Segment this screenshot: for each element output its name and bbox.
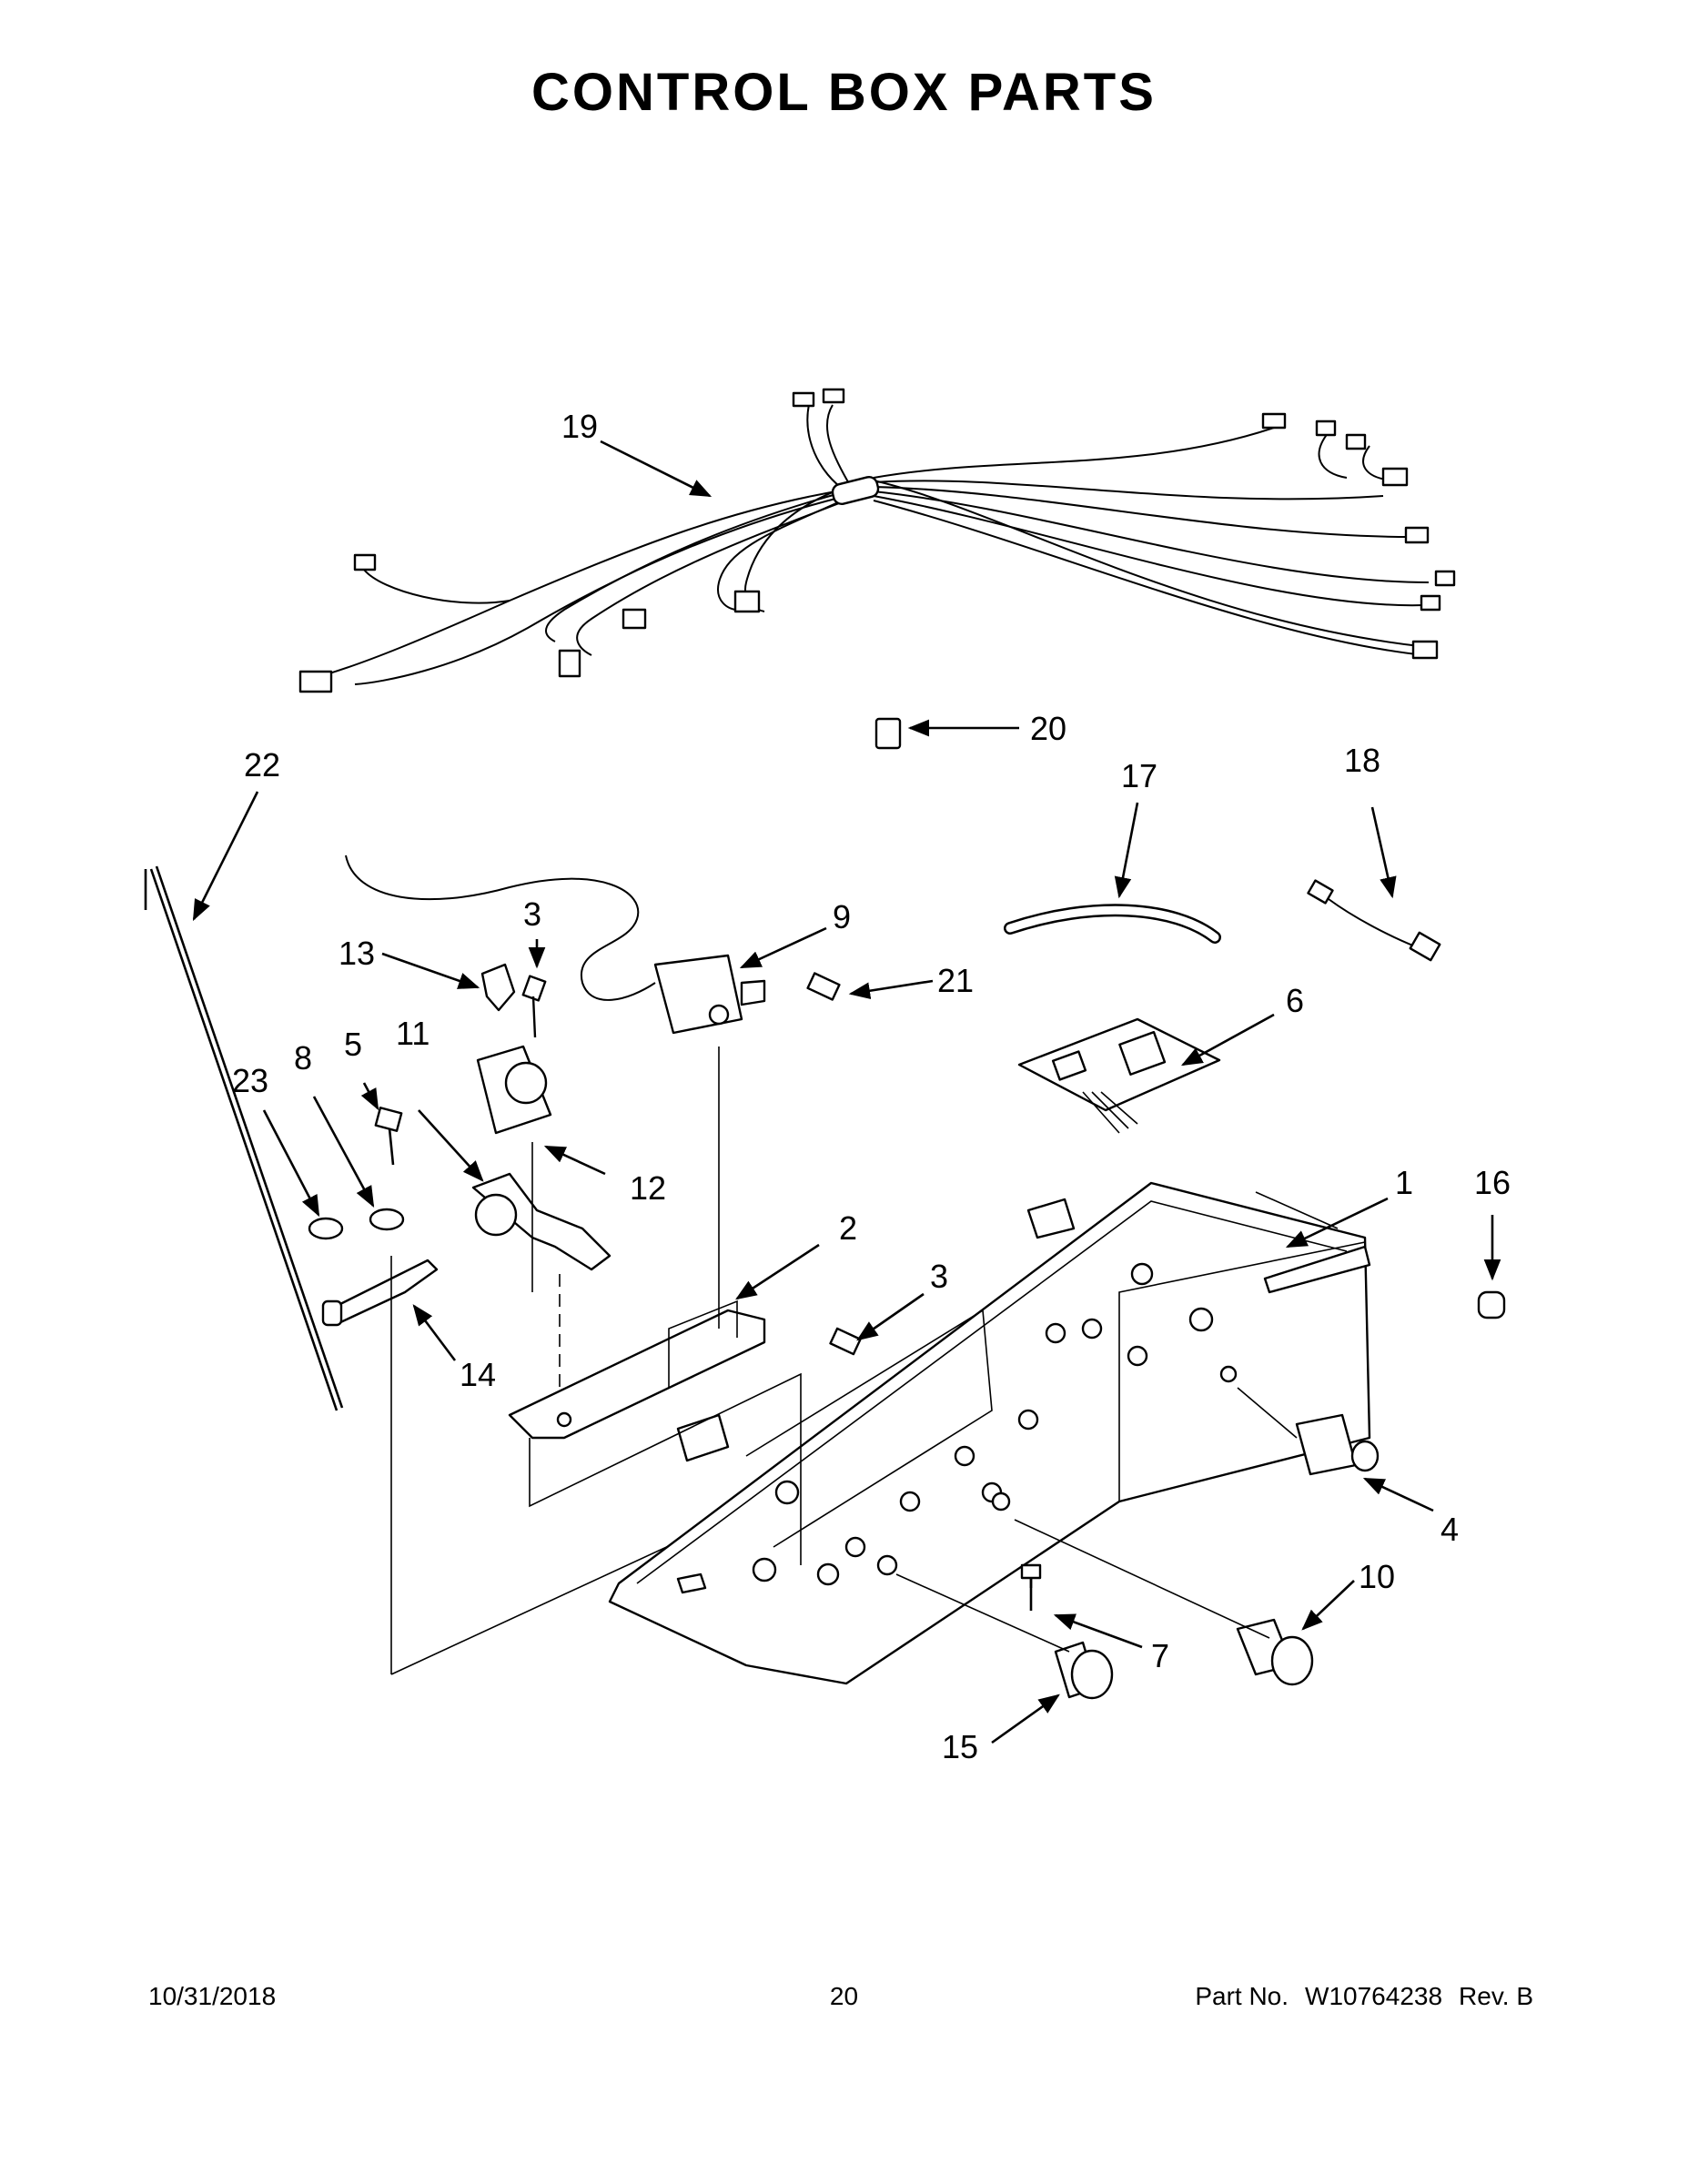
callout-17: 17 bbox=[1121, 757, 1157, 794]
callout-16: 16 bbox=[1474, 1164, 1511, 1201]
callout-13: 13 bbox=[339, 935, 375, 972]
callout-7: 7 bbox=[1151, 1637, 1169, 1674]
thermostat-drawing bbox=[345, 854, 766, 1035]
callout-6: 6 bbox=[1286, 982, 1304, 1019]
callout-2: 2 bbox=[839, 1209, 857, 1247]
callout-18: 18 bbox=[1344, 742, 1380, 779]
callout-9: 9 bbox=[833, 898, 851, 935]
callout-1: 1 bbox=[1395, 1164, 1413, 1201]
footer-part-info: Part No. W10764238 Rev. B bbox=[1178, 1982, 1533, 2011]
callout-11: 11 bbox=[396, 1015, 430, 1052]
callout-labels: 19 20 17 18 22 3 9 13 21 6 11 5 8 23 12 … bbox=[232, 408, 1511, 1765]
footer-part-label: Part No. bbox=[1195, 1982, 1289, 2010]
footer-revision: Rev. B bbox=[1459, 1982, 1533, 2010]
footer-page-number: 20 bbox=[829, 1982, 859, 2010]
rod-part bbox=[144, 865, 344, 1411]
small-parts-drawing bbox=[806, 972, 1506, 1700]
callout-8: 8 bbox=[294, 1039, 312, 1077]
callout-3-top: 3 bbox=[523, 895, 541, 933]
control-board-drawing bbox=[1017, 1017, 1221, 1134]
callout-4: 4 bbox=[1440, 1511, 1459, 1548]
callout-20: 20 bbox=[1030, 710, 1066, 747]
callout-14: 14 bbox=[460, 1356, 496, 1393]
callout-15: 15 bbox=[942, 1728, 978, 1765]
callout-22: 22 bbox=[244, 746, 280, 784]
callout-3-mid: 3 bbox=[930, 1258, 948, 1295]
callout-23: 23 bbox=[232, 1062, 268, 1099]
callout-21: 21 bbox=[937, 962, 974, 999]
callout-10: 10 bbox=[1359, 1558, 1395, 1595]
footer-date: 10/31/2018 bbox=[148, 1982, 277, 2010]
clip-part bbox=[874, 717, 902, 750]
bracket-drawing bbox=[508, 1046, 802, 1565]
footer-part-number: W10764238 bbox=[1305, 1982, 1443, 2010]
callout-5: 5 bbox=[344, 1026, 362, 1063]
leader-lines bbox=[192, 440, 1501, 1744]
callout-19: 19 bbox=[561, 408, 598, 445]
control-box-housing-drawing bbox=[608, 1181, 1371, 1685]
sensor-part bbox=[1307, 879, 1441, 962]
callout-12: 12 bbox=[630, 1169, 666, 1207]
wire-harness-drawing bbox=[298, 388, 1456, 693]
page-title: CONTROL BOX PARTS bbox=[531, 63, 1157, 122]
switch-assembly-drawing bbox=[471, 963, 612, 1420]
